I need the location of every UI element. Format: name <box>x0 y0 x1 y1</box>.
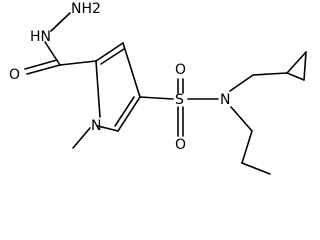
bond-ring-c3-c4 <box>122 42 141 98</box>
bond-n-ch2 <box>229 74 254 92</box>
bond-propyl-2 <box>241 130 253 164</box>
bond-ring-c2-c3 <box>95 42 124 62</box>
bond-nh-nh2 <box>50 12 71 32</box>
bond-cp-3 <box>286 72 305 81</box>
atom-label-nh2: NH2 <box>71 1 101 17</box>
bond-cp-1 <box>286 51 307 74</box>
bond-carbonyl-o-2 <box>24 59 58 70</box>
atom-label-sulfonyl-o-bottom: O <box>175 137 186 153</box>
bond-n-methyl <box>72 127 91 149</box>
bond-carbonyl-o-1 <box>26 64 61 75</box>
atom-label-ring-n: N <box>91 118 101 134</box>
bond-ring-c2-c3-inner <box>100 48 125 65</box>
atom-labels: NH2 HN O N S O O N <box>9 1 230 153</box>
atom-label-nh: HN <box>30 29 51 45</box>
bond-n-propyl-1 <box>230 106 253 132</box>
bond-nh-carbonyl <box>44 41 61 66</box>
bond-ring-n1-c2 <box>95 60 101 118</box>
bond-ring-c5-n1 <box>97 125 119 132</box>
bond-ring-s <box>139 96 174 100</box>
atom-label-sulfonyl-o-top: O <box>175 62 186 78</box>
atom-label-sulfur: S <box>175 92 184 108</box>
bond-ch2-cyclopropyl <box>252 72 288 76</box>
atom-label-carbonyl-o: O <box>9 67 20 83</box>
molecule-structure: NH2 HN O N S O O N <box>9 1 307 175</box>
bond-ring-c4-c5-inner <box>114 96 135 127</box>
bond-carbonyl-ring <box>59 60 97 66</box>
bonds <box>24 12 307 175</box>
atom-label-sulfonamide-n: N <box>220 92 230 108</box>
bond-propyl-3 <box>241 162 271 175</box>
bond-cp-2 <box>303 51 307 81</box>
bond-ring-c4-c5 <box>117 96 141 132</box>
